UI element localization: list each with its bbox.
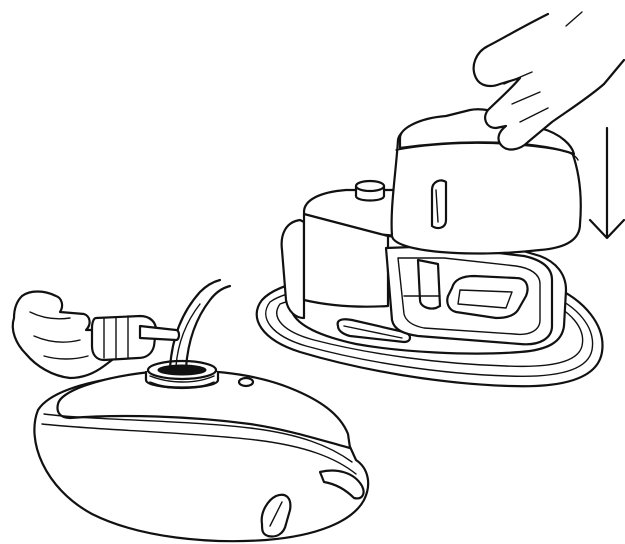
base-top-cap-lid — [356, 181, 384, 191]
hand-top-wrist — [566, 12, 582, 26]
filling-tank — [34, 361, 368, 541]
hand-top — [474, 12, 624, 149]
water-stream — [170, 280, 230, 368]
filling-tank-vent — [239, 378, 253, 386]
tank-well-post — [418, 260, 440, 309]
lowering-tank — [392, 109, 581, 253]
lowering-tank-level-window — [432, 180, 446, 228]
filler-neck-opening — [158, 365, 206, 375]
down-arrow-icon — [590, 128, 624, 238]
tank-cap-stem — [140, 326, 179, 340]
